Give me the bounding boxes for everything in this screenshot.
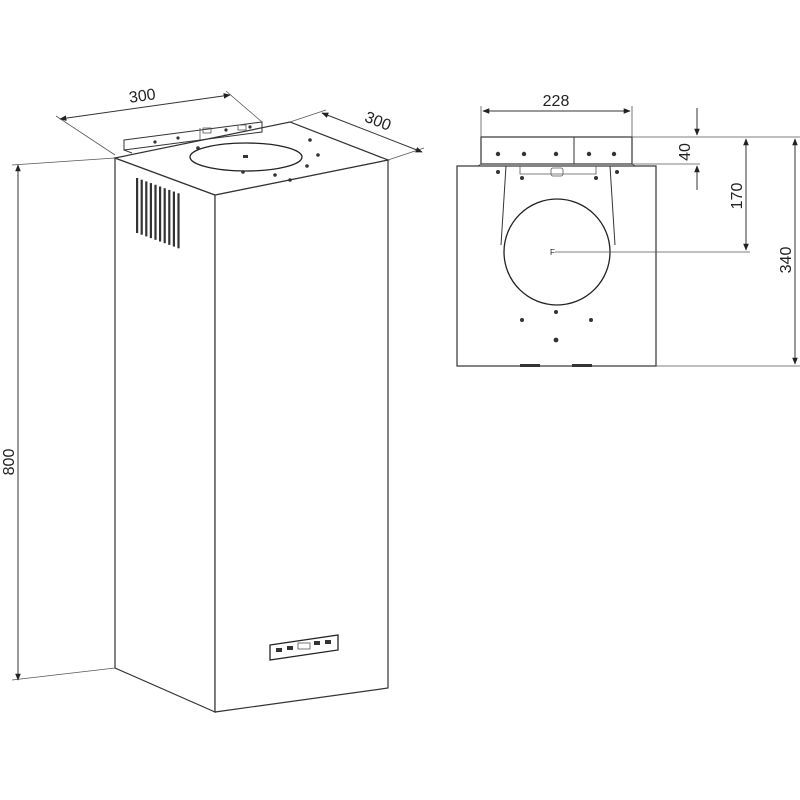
- front-screw-holes: [520, 310, 593, 367]
- vent-slot: [145, 181, 148, 237]
- height-label: 800: [1, 449, 18, 476]
- total-height-dimension: 340: [656, 136, 800, 367]
- vent-slot: [177, 193, 180, 249]
- vent-slot: [159, 186, 162, 242]
- hood-front-face: [214, 159, 389, 713]
- vent-slot: [149, 183, 152, 239]
- outlet-center-label: 170: [729, 183, 746, 210]
- bracket-width-dimension: 228: [480, 93, 633, 137]
- front-body: [456, 165, 657, 367]
- vent-grille: [136, 178, 180, 249]
- top-screw-holes: [196, 138, 320, 182]
- front-view: F 228 40 170: [456, 93, 800, 367]
- bracket-width-label: 228: [543, 93, 570, 110]
- height-dimension: 800: [1, 157, 116, 681]
- vent-slot: [154, 184, 157, 240]
- vent-slot: [136, 178, 139, 233]
- air-outlet: [189, 142, 303, 172]
- bracket-height-dimension: 40: [632, 108, 700, 190]
- vent-slot: [163, 188, 166, 244]
- width-label: 300: [128, 86, 157, 107]
- inner-plate: [496, 165, 619, 246]
- total-height-label: 340: [778, 247, 795, 274]
- outlet-center-dimension: 170: [700, 136, 752, 251]
- outlet-center-mark-label: F: [550, 248, 555, 257]
- vent-slot: [140, 179, 143, 235]
- outlet-center-mark: [243, 155, 248, 158]
- perspective-view: 800 300 300: [1, 86, 425, 713]
- control-panel: [269, 634, 339, 661]
- top-bracket: [123, 121, 263, 154]
- vent-slot: [168, 189, 171, 245]
- width-dimension: 300: [55, 86, 263, 156]
- vent-slot: [172, 191, 175, 247]
- front-bracket: [473, 136, 640, 169]
- bracket-height-label: 40: [677, 143, 694, 161]
